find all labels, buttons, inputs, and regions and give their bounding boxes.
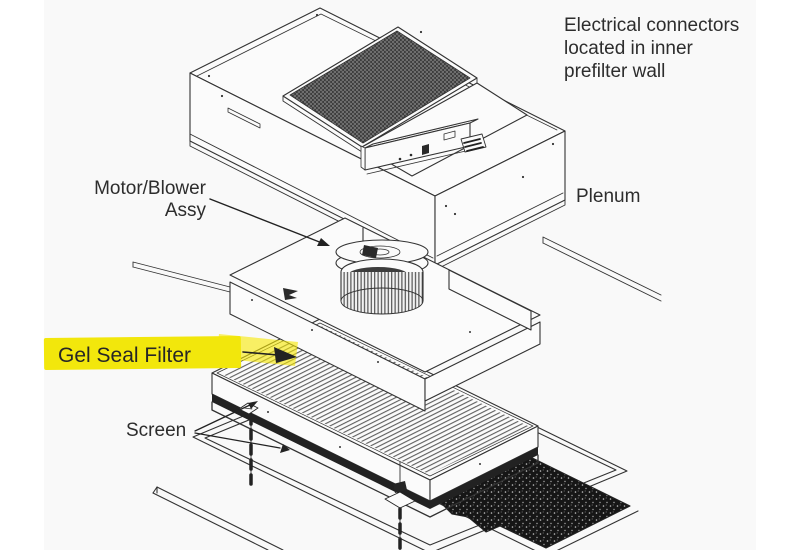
label-motor-blower-line1: Motor/Blower bbox=[94, 178, 206, 199]
prefilter-grille bbox=[282, 26, 478, 153]
electrical-connector-box bbox=[360, 82, 528, 177]
motor-blower-arrow bbox=[209, 198, 330, 246]
label-motor-blower-assy: Motor/Blower Assy bbox=[58, 178, 206, 222]
page-margin-left bbox=[0, 0, 44, 550]
page-margin-right bbox=[756, 0, 800, 550]
rivet-dots bbox=[207, 13, 555, 216]
label-motor-blower-line2: Assy bbox=[164, 200, 206, 221]
gel-seal-filter-arrow bbox=[242, 347, 297, 363]
label-screen: Screen bbox=[126, 420, 187, 441]
terminal-bracket bbox=[460, 133, 487, 153]
callout-arrows bbox=[194, 198, 330, 453]
label-gel-seal-filter: Gel Seal Filter bbox=[58, 344, 192, 367]
motor-blower-assembly bbox=[335, 227, 429, 315]
mounting-bolt-right bbox=[384, 461, 416, 550]
label-plenum: Plenum bbox=[576, 186, 641, 207]
screen-arrow-upper bbox=[194, 401, 258, 432]
screen-arrow-lower bbox=[194, 432, 290, 453]
label-electrical-connectors: Electrical connectors located in inner p… bbox=[564, 15, 740, 82]
